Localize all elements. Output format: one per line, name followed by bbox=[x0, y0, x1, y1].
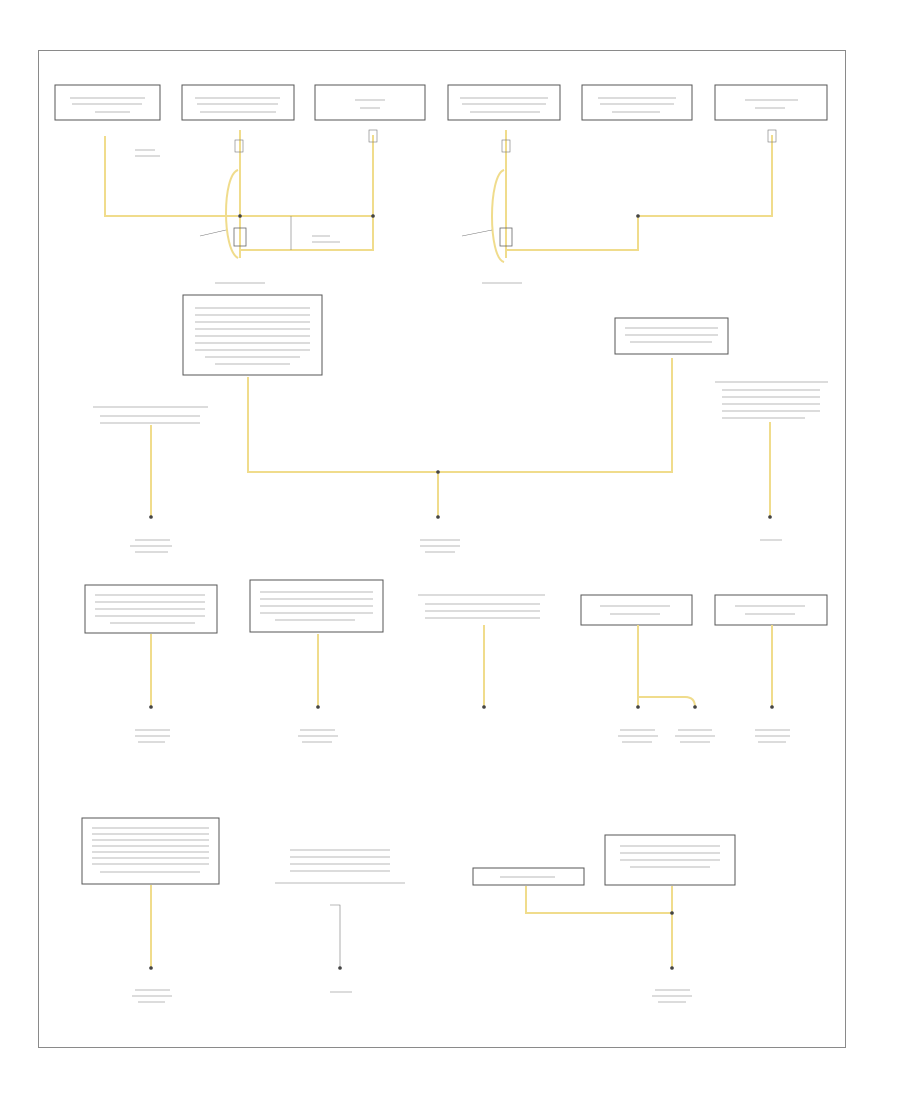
connector-block bbox=[233, 227, 247, 247]
row3-components bbox=[84, 579, 828, 743]
row2-components bbox=[93, 294, 828, 553]
ground-point bbox=[636, 705, 640, 709]
splice-node bbox=[636, 214, 640, 218]
diagram-frame bbox=[38, 50, 846, 1048]
component-box-4 bbox=[447, 84, 561, 121]
ground-point bbox=[316, 705, 320, 709]
ground-point bbox=[768, 515, 772, 519]
ground-point bbox=[770, 705, 774, 709]
connector-block bbox=[499, 227, 513, 247]
component-box-3 bbox=[314, 84, 426, 121]
component-box-8 bbox=[614, 317, 729, 355]
ground-point bbox=[338, 966, 342, 970]
connector-pin bbox=[767, 129, 777, 143]
splice-node bbox=[670, 911, 674, 915]
splice-node bbox=[238, 214, 242, 218]
component-box-7 bbox=[182, 294, 323, 376]
ground-point bbox=[482, 705, 486, 709]
ground-point bbox=[693, 705, 697, 709]
component-box-1 bbox=[54, 84, 161, 121]
component-box-6 bbox=[714, 84, 828, 121]
ground-point bbox=[149, 966, 153, 970]
row1-components bbox=[54, 84, 828, 121]
component-box-14 bbox=[580, 594, 693, 626]
splice-node bbox=[371, 214, 375, 218]
splice-node bbox=[436, 470, 440, 474]
component-box-18 bbox=[472, 867, 585, 886]
row4-components bbox=[81, 817, 736, 1003]
component-label-10 bbox=[93, 406, 208, 424]
connector-pin bbox=[368, 129, 378, 143]
ground-point bbox=[670, 966, 674, 970]
splice-group-left bbox=[104, 129, 378, 284]
ground-point bbox=[436, 515, 440, 519]
connector-pin bbox=[501, 139, 511, 153]
component-label-9 bbox=[715, 381, 828, 419]
connector-pin bbox=[234, 139, 244, 153]
component-box-16 bbox=[81, 817, 220, 885]
component-label-17 bbox=[275, 849, 405, 884]
component-box-5 bbox=[581, 84, 693, 121]
component-label-13 bbox=[418, 594, 545, 619]
ground-point bbox=[149, 705, 153, 709]
ground-point bbox=[149, 515, 153, 519]
splice-group-right bbox=[461, 129, 777, 284]
component-box-2 bbox=[181, 84, 295, 121]
component-box-15 bbox=[714, 594, 828, 626]
